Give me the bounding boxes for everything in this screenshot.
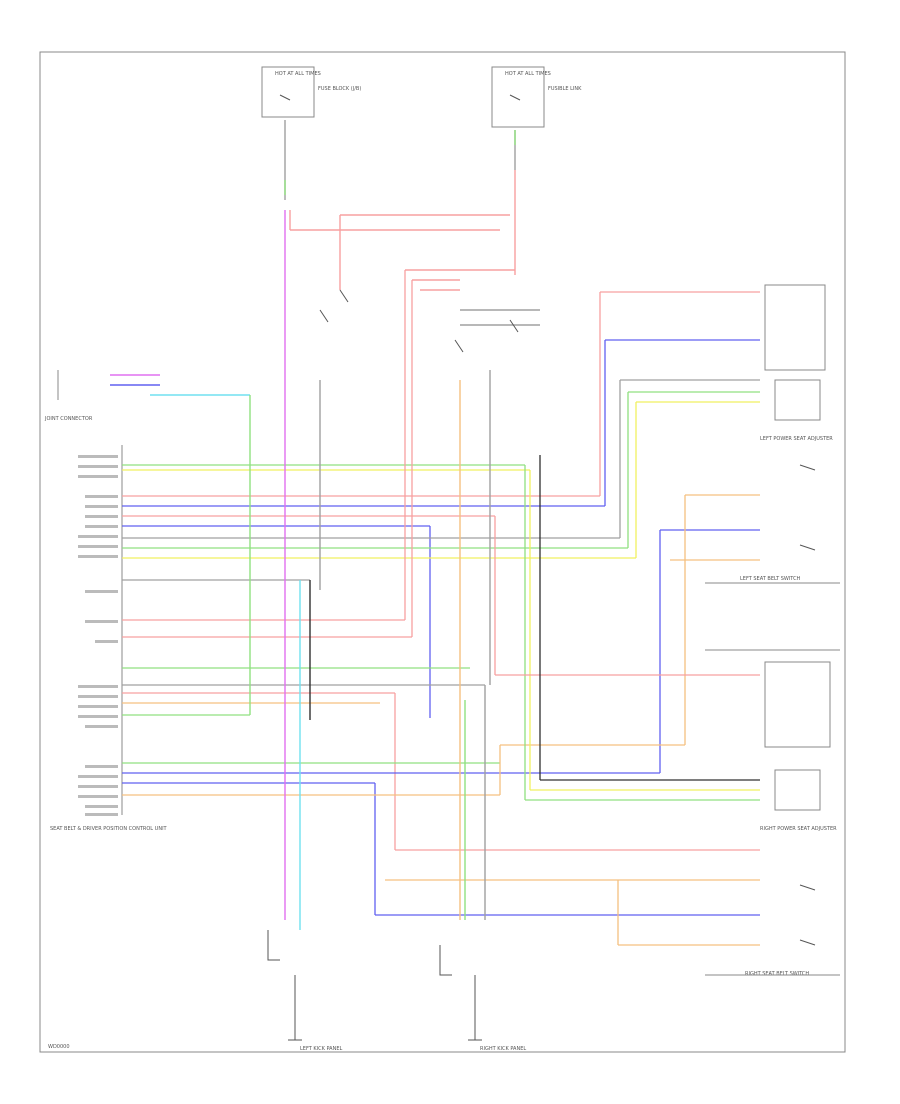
power-feeds bbox=[150, 120, 540, 930]
ground-symbols bbox=[267, 930, 482, 1041]
ground-left-label: LEFT KICK PANEL bbox=[300, 1046, 343, 1052]
top-right-label: HOT AT ALL TIMES bbox=[505, 71, 551, 77]
ground-right-label: RIGHT KICK PANEL bbox=[480, 1046, 526, 1052]
top-left-label: HOT AT ALL TIMES bbox=[275, 71, 321, 77]
fuse-box-right bbox=[491, 66, 545, 128]
control-unit-label: SEAT BELT & DRIVER POSITION CONTROL UNIT bbox=[50, 826, 168, 832]
fuse-box-left bbox=[261, 66, 315, 118]
right-seat-sensor-box bbox=[774, 769, 821, 811]
top-left-fuses: FUSE BLOCK (J/B) bbox=[318, 86, 361, 92]
diagram-frame bbox=[39, 51, 846, 1053]
left-pin-labels bbox=[78, 455, 118, 816]
module-right-2: RIGHT SEAT BELT SWITCH bbox=[745, 971, 809, 977]
joint-connector-label: JOINT CONNECTOR bbox=[44, 416, 93, 422]
module-right-1: RIGHT POWER SEAT ADJUSTER bbox=[760, 826, 837, 832]
right-seat-adjuster-box bbox=[764, 661, 831, 748]
switch-symbols bbox=[279, 94, 816, 946]
left-seat-adjuster-box bbox=[764, 284, 826, 371]
footer-code: WD0000 bbox=[48, 1044, 70, 1050]
module-left-2: LEFT SEAT BELT SWITCH bbox=[740, 576, 801, 582]
harness-wires bbox=[122, 270, 760, 946]
top-right-fuses: FUSIBLE LINK bbox=[548, 86, 582, 92]
left-seat-sensor-box bbox=[774, 379, 821, 421]
module-left-1: LEFT POWER SEAT ADJUSTER bbox=[760, 436, 833, 442]
